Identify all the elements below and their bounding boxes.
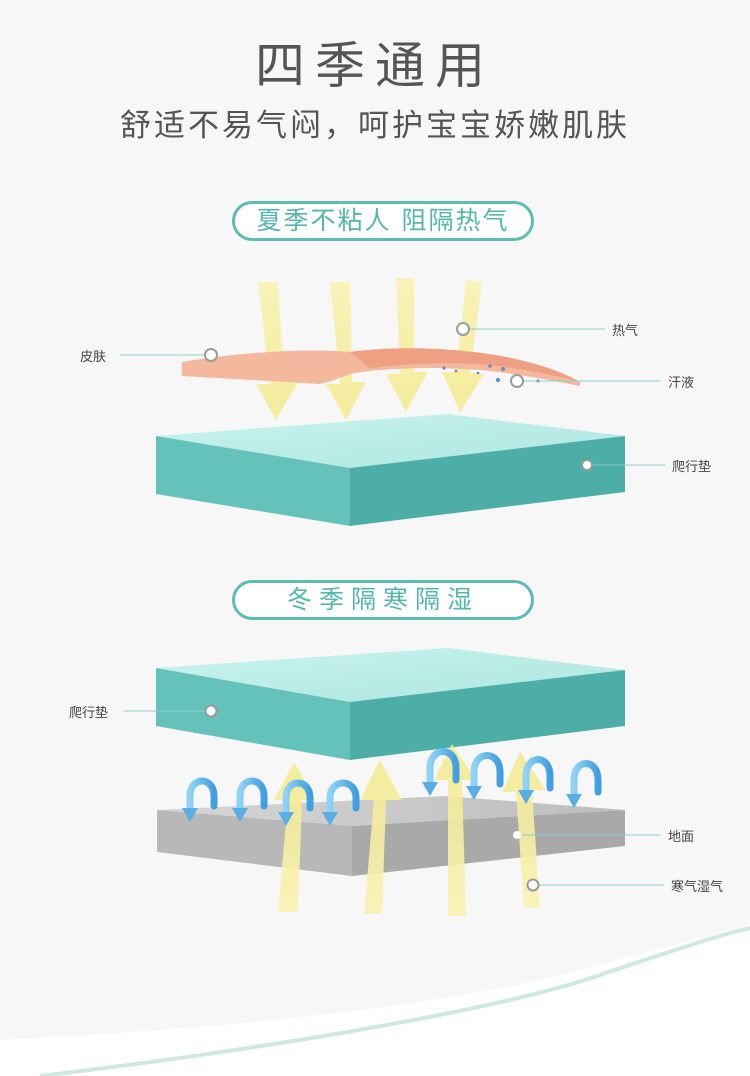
winter-leaders	[124, 710, 664, 886]
page-subtitle: 舒适不易气闷，呵护宝宝娇嫩肌肤	[120, 108, 630, 144]
bottom-wave-edge	[39, 926, 750, 1076]
bottom-wave	[0, 925, 750, 1076]
label-mat-winter: 爬行垫	[69, 706, 109, 721]
label-cold-damp: 寒气湿气	[671, 880, 724, 895]
cold-arrow-heads	[182, 782, 582, 826]
winter-heading: 冬季隔寒隔湿	[232, 580, 534, 620]
summer-heading: 夏季不粘人 阻隔热气	[232, 201, 534, 241]
cold-arrows	[186, 748, 602, 816]
winter-markers	[204, 704, 540, 892]
ground-block	[157, 796, 625, 876]
summer-leaders	[120, 328, 665, 466]
summer-markers	[204, 322, 593, 471]
label-skin: 皮肤	[80, 350, 107, 365]
heat-arrows-summer	[256, 278, 484, 420]
summer-mat	[156, 414, 625, 526]
label-ground: 地面	[668, 830, 695, 845]
winter-mat	[156, 648, 625, 760]
page-title: 四季通用	[255, 37, 495, 95]
label-sweat: 汗液	[668, 376, 695, 391]
label-mat-summer: 爬行垫	[672, 460, 712, 475]
label-heat: 热气	[612, 324, 639, 339]
